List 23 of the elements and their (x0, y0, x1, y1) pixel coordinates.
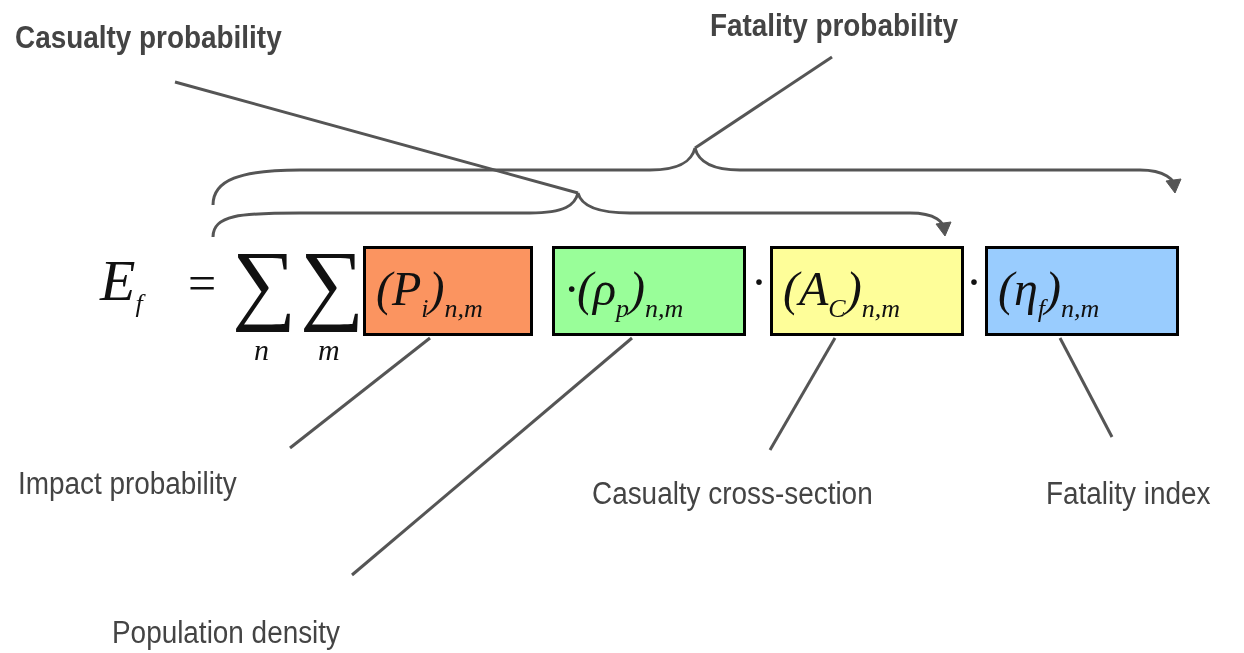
term-box: (η$_{f}$)$_{n,m}$ (985, 246, 1179, 336)
callout-label: Impact probability (18, 466, 237, 502)
multiplication-dot: · (966, 258, 982, 306)
leader-line (1058, 337, 1114, 438)
sum-index: m (318, 335, 340, 365)
leader-line (694, 55, 833, 150)
leader-line (174, 80, 579, 195)
equation-symbol: = (188, 258, 217, 308)
term-box: ·(ρ$_{p}$)$_{n,m}$ (552, 246, 746, 336)
brace-bracket (211, 146, 1182, 206)
term-box: (P$_{i}$)$_{n,m}$ (363, 246, 533, 336)
callout-label: Casualty cross-section (592, 476, 873, 512)
leader-line (351, 336, 633, 577)
multiplication-dot: · (751, 258, 767, 306)
callout-label: Fatality probability (710, 8, 959, 44)
leader-line (768, 337, 837, 451)
sum-index: n (254, 335, 269, 365)
term-box: (A$_{C}$)$_{n,m}$ (770, 246, 964, 336)
callout-label: Population density (112, 615, 340, 651)
leader-line (289, 336, 431, 450)
brace-bracket (211, 191, 952, 238)
callout-label: Casualty probability (15, 20, 282, 56)
callout-label: Fatality index (1046, 476, 1211, 512)
